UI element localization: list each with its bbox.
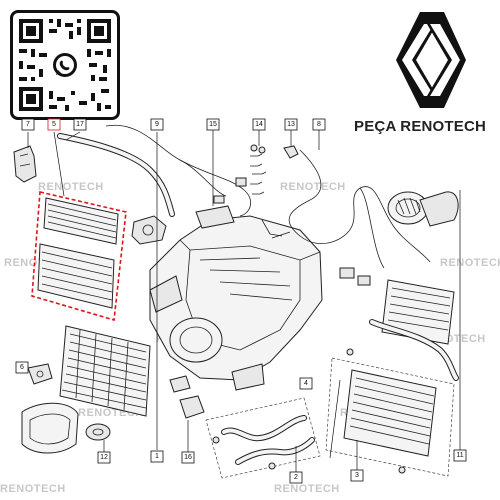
- callout-5: 5: [47, 118, 61, 131]
- callout-1: 1: [150, 450, 164, 463]
- callout-1-label: 1: [155, 453, 159, 460]
- watermark-text: RENOTECH: [440, 257, 500, 269]
- whatsapp-qr-code: [10, 10, 120, 120]
- callout-15-label: 15: [209, 121, 217, 128]
- qr-code-graphic: [19, 19, 111, 111]
- part-8-wire-harness: [288, 149, 431, 286]
- callout-9-label: 9: [155, 121, 159, 128]
- callout-7-label: 7: [26, 121, 30, 128]
- hvac-main-housing: [149, 205, 323, 391]
- actuator-motor: [131, 215, 167, 245]
- callout-13-label: 13: [287, 121, 295, 128]
- part-3-heater-matrix: [325, 348, 455, 477]
- callout-9: 9: [150, 118, 164, 131]
- part-2-pipes-kit: [205, 397, 321, 479]
- callout-7: 7: [21, 118, 35, 131]
- callout-13: 13: [284, 118, 298, 131]
- part-13-connector: [283, 145, 299, 159]
- callout-8: 8: [312, 118, 326, 131]
- callout-5-label: 5: [52, 121, 56, 128]
- callout-4-label: 4: [304, 380, 308, 387]
- part-16-clips: [169, 375, 205, 419]
- watermark-text: RENOTECH: [38, 181, 104, 193]
- part-1-evaporator: [59, 325, 151, 417]
- part-7-bracket: [13, 145, 37, 183]
- part-11-heater-core: [369, 279, 459, 381]
- callout-12: 12: [97, 451, 111, 464]
- watermark-text: RENOTECH: [274, 483, 340, 495]
- callout-6-label: 6: [20, 364, 24, 371]
- callout-2-label: 2: [294, 474, 298, 481]
- callout-3: 3: [350, 469, 364, 482]
- callout-15: 15: [206, 118, 220, 131]
- part-6-expansion-valve: [27, 363, 53, 385]
- brand-name: PEÇA RENOTECH: [354, 118, 487, 135]
- part-17-air-duct: [57, 133, 175, 217]
- renault-diamond-logo: [388, 10, 466, 110]
- callout-3-label: 3: [355, 472, 359, 479]
- watermark-text: RENOTECH: [0, 483, 66, 495]
- callout-14-label: 14: [255, 121, 263, 128]
- callout-6: 6: [15, 361, 29, 374]
- callout-16: 16: [181, 451, 195, 464]
- part-12-insulation-pad: [21, 402, 111, 454]
- callout-11: 11: [453, 449, 467, 462]
- callout-2: 2: [289, 471, 303, 484]
- callout-17: 17: [73, 118, 87, 131]
- callout-11-label: 11: [456, 452, 463, 459]
- callout-4: 4: [299, 377, 313, 390]
- callout-16-label: 16: [184, 454, 192, 461]
- callout-14: 14: [252, 118, 266, 131]
- callout-12-label: 12: [100, 454, 108, 461]
- part-11-blower-fan: [387, 191, 459, 227]
- leader-lines: [27, 130, 461, 472]
- watermark-text: RENOTECH: [280, 181, 346, 193]
- part-9-wiring-harness: [105, 124, 252, 217]
- part-14-screws: [250, 144, 267, 195]
- callout-17-label: 17: [76, 121, 84, 128]
- callout-8-label: 8: [317, 121, 321, 128]
- part-5-cabin-filters: [31, 191, 127, 322]
